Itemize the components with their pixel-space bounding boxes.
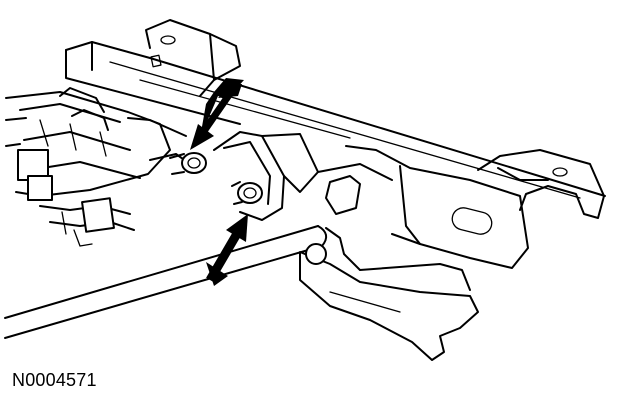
upper-arrow [190,78,244,150]
pivot-knob [305,243,327,265]
lower-guide-rod [4,225,328,339]
end-bracket [477,149,605,219]
lower-arrow [206,214,248,286]
lower-support-plate [299,227,479,361]
motor-connector [27,175,53,201]
drive-housing [213,131,393,221]
end-bracket-hole [552,167,568,177]
upper-fastener [169,152,207,175]
figure-id-label: N0004571 [12,370,97,390]
harness-connector [81,197,115,233]
wiring-harness [39,197,135,247]
motor-assembly [5,87,191,201]
lower-fastener [231,181,263,205]
upper-rail [65,41,606,199]
adjust-slot [451,207,493,235]
bracket-hole [160,35,176,45]
top-mounting-bracket [145,19,241,97]
slotted-plate [325,145,529,269]
